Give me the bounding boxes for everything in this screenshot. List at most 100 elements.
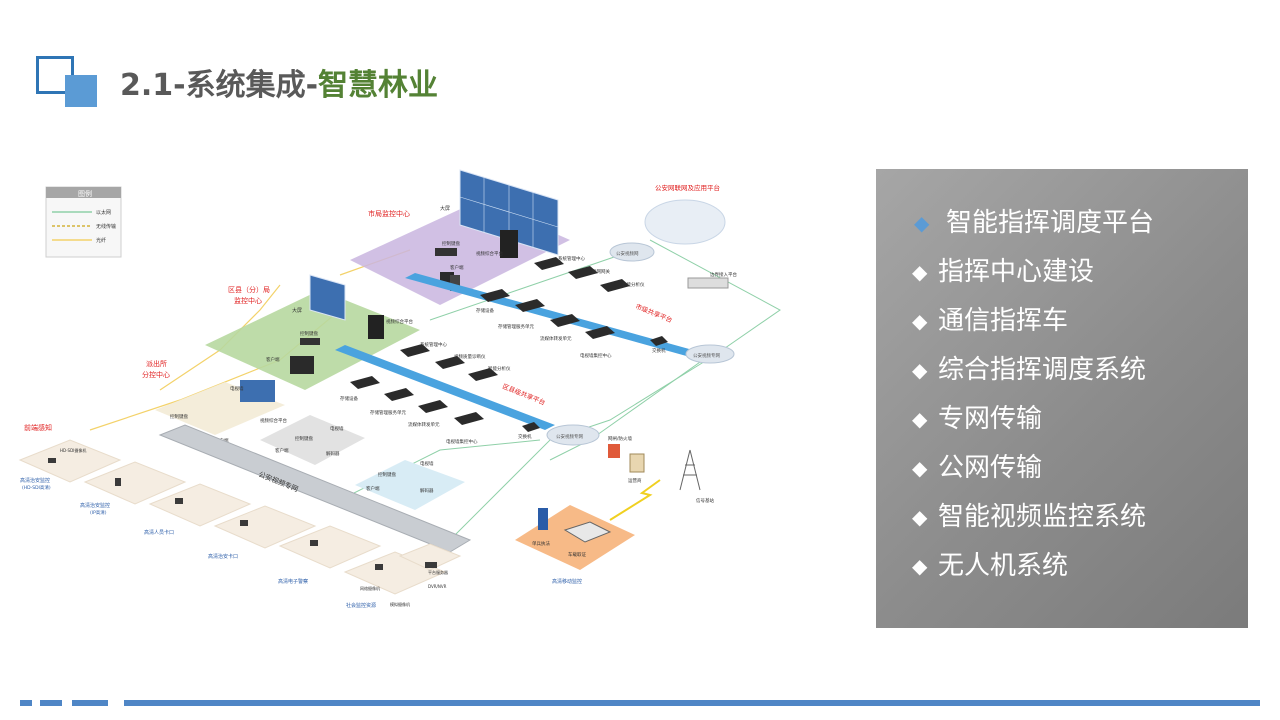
district-storage-label: 存储设备 bbox=[340, 395, 358, 402]
district-platform-server bbox=[368, 315, 384, 339]
hd-police-label: 高清电子警察 bbox=[278, 578, 308, 585]
frontend-devices bbox=[48, 458, 437, 570]
district-quality-label: 视频质量诊断仪 bbox=[454, 353, 486, 360]
decoder-client-1: 客户端 bbox=[275, 447, 289, 454]
video-net-cloud-middle bbox=[546, 424, 600, 446]
feature-item-label: 专网传输 bbox=[938, 404, 1043, 434]
city-share-bar bbox=[405, 273, 700, 357]
legend-title: 图例 bbox=[78, 189, 92, 198]
city-gateway-label: 联网网关 bbox=[592, 268, 610, 275]
station-kb-label: 控制键盘 bbox=[170, 413, 188, 420]
city-smart-label: 智能分析仪 bbox=[622, 281, 645, 288]
decoder-label-1: 解码器 bbox=[326, 450, 340, 457]
feature-item-label: 指挥中心建设 bbox=[938, 257, 1095, 287]
feature-item-0: ◆ 智能指挥调度平台 bbox=[914, 199, 1154, 248]
diamond-bullet-icon: ◆ bbox=[912, 309, 928, 333]
feature-item-2: ◆通信指挥车 bbox=[912, 297, 1152, 346]
city-storage-label: 存储设备 bbox=[476, 307, 494, 314]
feature-item-7: ◆ 无人机系统 bbox=[912, 542, 1152, 591]
base-station-tower bbox=[679, 449, 701, 491]
district-storage-mgmt-label: 存储管理服务单元 bbox=[370, 409, 406, 416]
feature-item-6: ◆智能视频监控系统 bbox=[912, 493, 1152, 542]
decoder-tv-1: 电视墙 bbox=[330, 425, 344, 432]
police-video-net-cloud bbox=[609, 242, 655, 262]
frontend-label: 前端感知 bbox=[24, 423, 52, 432]
firewall-label: 网闸/防火墙 bbox=[608, 435, 633, 442]
city-tv-wall-label: 电视墙集控中心 bbox=[580, 352, 612, 359]
city-stream-label: 流媒体转发单元 bbox=[540, 335, 572, 342]
hd-security-sub-label: (HD-SDI高清) bbox=[22, 484, 51, 491]
district-sys-mgmt-label: 系统管理中心 bbox=[420, 341, 447, 348]
network-cam-label: 网络摄像机 bbox=[360, 585, 380, 591]
feature-item-5: ◆ 公网传输 bbox=[912, 444, 1152, 493]
base-station-label: 信号基站 bbox=[696, 497, 714, 504]
city-devices bbox=[480, 257, 668, 346]
diamond-bullet-icon: ◆ bbox=[912, 358, 928, 382]
district-tv-wall-label: 电视墙集控中心 bbox=[446, 438, 478, 445]
decoder-zone-1 bbox=[260, 415, 365, 465]
footer-segment-1 bbox=[20, 700, 32, 706]
wireless-link-bolt bbox=[609, 479, 661, 521]
feature-panel: ◆ 智能指挥调度平台 ◆ 指挥中心建设 ◆通信指挥车 ◆ 综合指挥调度系统 ◆ 专网传输… bbox=[876, 169, 1248, 628]
logo-filled-square bbox=[65, 75, 97, 107]
station-center-label-2: 分控中心 bbox=[142, 370, 170, 379]
title-prefix: 2.1-系统集成- bbox=[120, 68, 319, 103]
decoder-label-2: 解码器 bbox=[420, 487, 434, 494]
police-video-net-label: 公安视频网 bbox=[616, 250, 639, 257]
decoder-zone-2 bbox=[355, 460, 465, 510]
feature-item-label: 无人机系统 bbox=[938, 551, 1069, 581]
footer-segment-3 bbox=[72, 700, 108, 706]
diamond-bullet-icon: ◆ bbox=[914, 211, 930, 235]
feature-item-label: 公网传输 bbox=[938, 453, 1043, 483]
district-big-screen-label: 大屏 bbox=[292, 307, 302, 314]
feature-item-label: 综合指挥调度系统 bbox=[938, 355, 1147, 385]
video-net-middle-label: 公安视频专网 bbox=[556, 433, 583, 440]
city-video-platform-label: 视频综合平台 bbox=[476, 250, 503, 257]
city-sys-mgmt-label: 系统管理中心 bbox=[558, 255, 585, 262]
city-center-label: 市局监控中心 bbox=[368, 209, 410, 218]
station-platform-label: 视频综合平台 bbox=[260, 417, 287, 424]
hd-ip-sub-label: (IP高清) bbox=[90, 509, 107, 516]
legend-item-ethernet: 以太网 bbox=[96, 209, 111, 216]
feature-list: ◆ 智能指挥调度平台 ◆ 指挥中心建设 ◆通信指挥车 ◆ 综合指挥调度系统 ◆ 专网传输… bbox=[912, 199, 1154, 591]
hd-checkpoint-label: 高清治安卡口 bbox=[208, 553, 238, 560]
district-client bbox=[290, 356, 314, 374]
vehicle-device bbox=[563, 521, 612, 543]
district-video-wall bbox=[309, 274, 346, 321]
diamond-bullet-icon: ◆ bbox=[912, 554, 928, 578]
diamond-bullet-icon: ◆ bbox=[912, 260, 928, 284]
video-net-right-label: 公安视频专网 bbox=[693, 352, 720, 359]
decoder-kb-1: 控制键盘 bbox=[295, 435, 313, 442]
border-platform-label: 边界接入平台 bbox=[710, 271, 737, 278]
analog-cam-label: 模拟摄像机 bbox=[390, 601, 410, 607]
feature-item-label: 智能视频监控系统 bbox=[938, 502, 1147, 532]
single-police-label: 单兵执法 bbox=[532, 540, 550, 547]
feature-item-1: ◆ 指挥中心建设 bbox=[912, 248, 1152, 297]
single-police-device bbox=[538, 508, 548, 530]
district-switch-label: 交换机 bbox=[518, 433, 532, 440]
district-devices bbox=[350, 344, 540, 432]
hd-security-label: 高清治安监控 bbox=[20, 477, 50, 484]
district-share-bar bbox=[335, 345, 555, 430]
carrier-label: 运营商 bbox=[628, 477, 642, 484]
hd-ip-label: 高清治安监控 bbox=[80, 502, 110, 509]
hd-person-label: 高清人员卡口 bbox=[144, 529, 174, 536]
system-architecture-diagram: 图例 以太网 无线传输 光纤 市局监控中心 大屏 视频综合平台 控制键盘 客户端… bbox=[10, 160, 840, 630]
legend-item-wireless: 无线传输 bbox=[96, 223, 116, 230]
city-storage-mgmt-label: 存储管理服务单元 bbox=[498, 323, 534, 330]
diamond-bullet-icon: ◆ bbox=[912, 407, 928, 431]
video-net-cloud-right bbox=[685, 344, 735, 364]
dvr-label: DVR/NVR bbox=[428, 584, 447, 589]
footer-segment-2 bbox=[40, 700, 62, 706]
mobile-monitor-label: 高清移动监控 bbox=[552, 578, 582, 585]
diamond-bullet-icon: ◆ bbox=[912, 456, 928, 480]
district-client-label: 客户端 bbox=[266, 356, 280, 363]
public-net-platform-label: 公安网联网及应用平台 bbox=[655, 183, 720, 192]
footer-bar bbox=[124, 700, 1260, 706]
city-client-label: 客户端 bbox=[450, 264, 464, 271]
city-big-screen-label: 大屏 bbox=[440, 205, 450, 212]
border-platform-device bbox=[687, 277, 729, 289]
feature-item-label: 智能指挥调度平台 bbox=[946, 208, 1155, 238]
platform-server-label: 平台服务器 bbox=[428, 569, 448, 575]
district-control-keyboard bbox=[300, 338, 320, 345]
